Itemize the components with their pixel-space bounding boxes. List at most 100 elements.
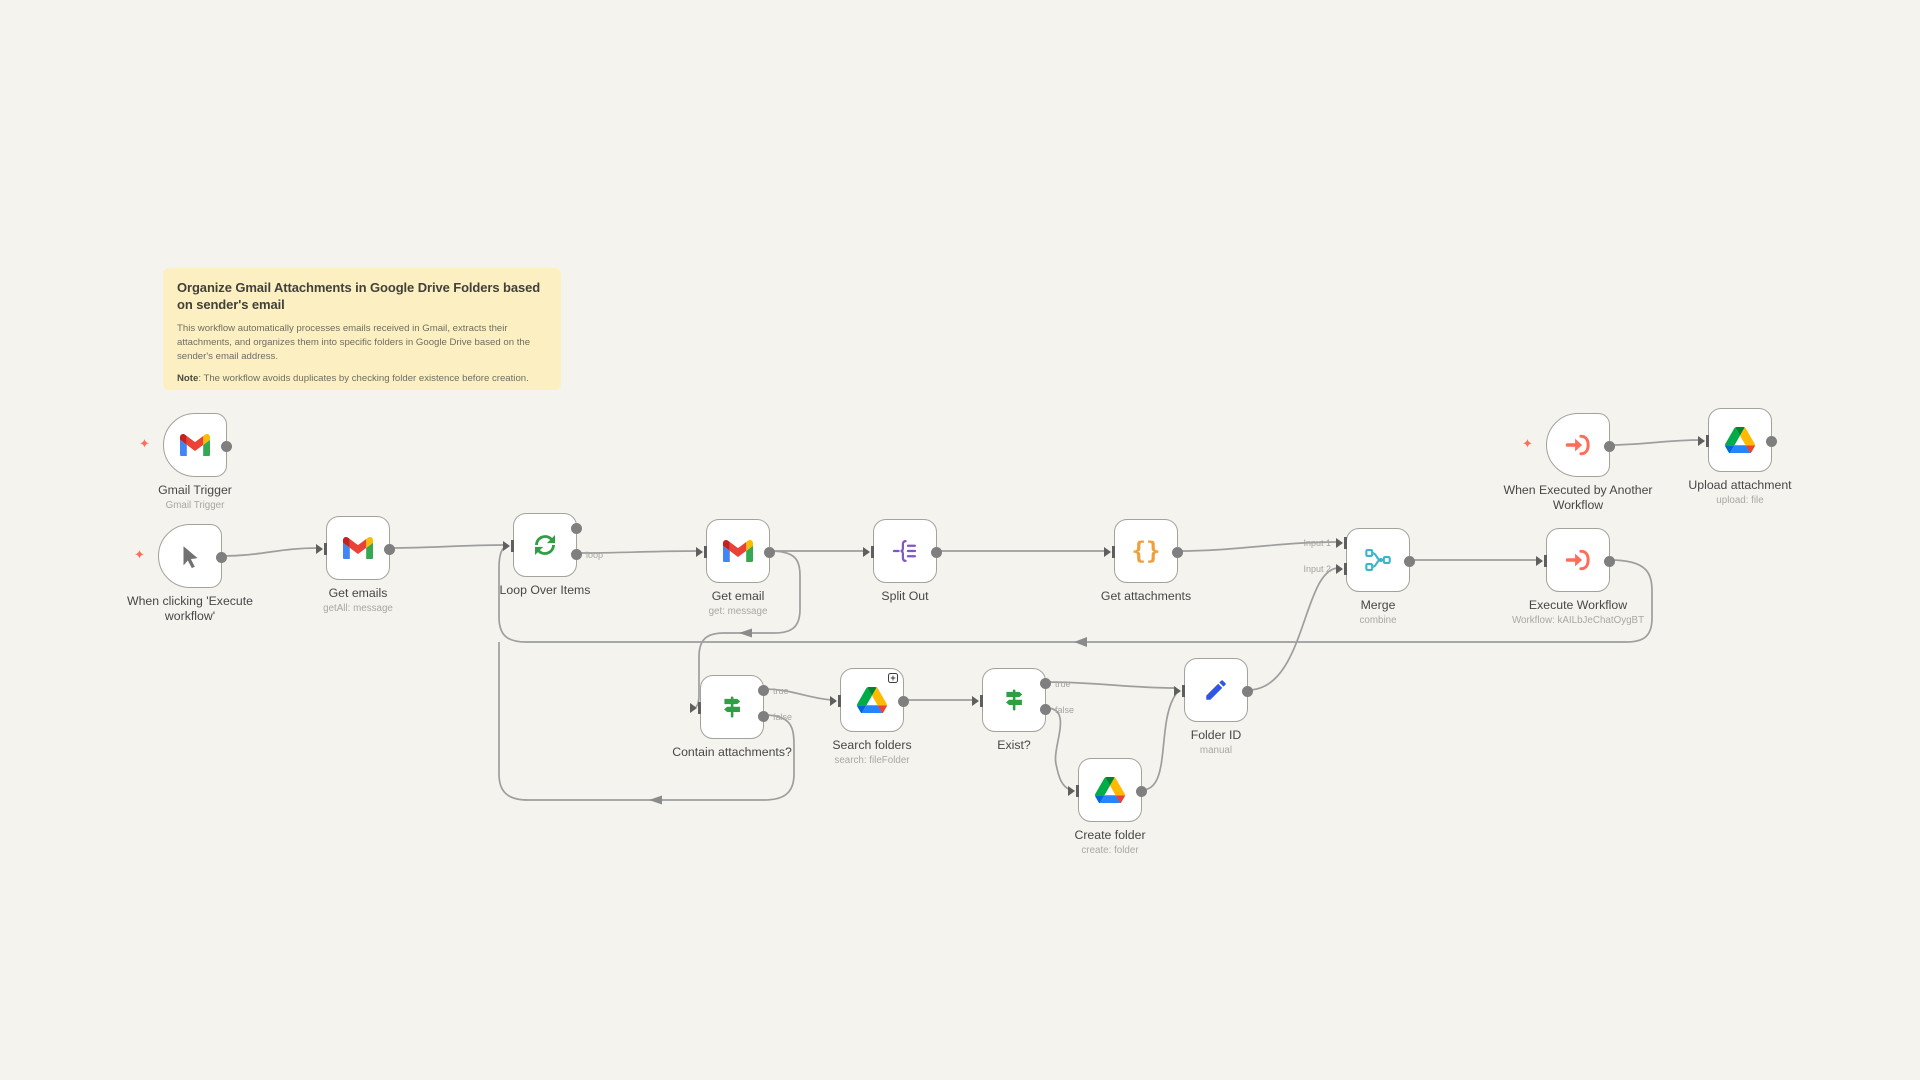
- node-label: Upload attachment: [1688, 478, 1792, 492]
- sticky-note-body: This workflow automatically processes em…: [177, 322, 531, 362]
- node-sublabel: get: message: [708, 606, 768, 617]
- connection-when-executed-to-upload[interactable]: [1609, 439, 1701, 446]
- node-box-get-emails[interactable]: [316, 516, 395, 580]
- node-sublabel: upload: file: [1716, 495, 1764, 506]
- split-out-icon: [892, 539, 917, 563]
- connection-contain-true-to-search-folders[interactable]: [763, 688, 833, 701]
- pin-indicator-icon: +: [888, 673, 898, 683]
- node-box-search-folders[interactable]: +: [830, 668, 909, 732]
- input-label-1: Input 1: [1303, 538, 1331, 548]
- output-port[interactable]: [1604, 440, 1615, 452]
- connection-exist-true-to-folder-id[interactable]: [1045, 681, 1177, 689]
- sticky-note-footnote: Note: The workflow avoids duplicates by …: [177, 372, 529, 384]
- input-port[interactable]: [1536, 555, 1547, 567]
- node-box-exist[interactable]: true false: [972, 668, 1074, 732]
- node-label: Gmail Trigger: [158, 483, 232, 497]
- if-signpost-icon: [724, 696, 741, 718]
- output-port[interactable]: [384, 543, 395, 555]
- node-box-contain-attachments[interactable]: true false: [690, 675, 792, 739]
- output-port-true[interactable]: [1040, 677, 1051, 689]
- input-port[interactable]: [1174, 685, 1185, 697]
- input-port[interactable]: [863, 546, 874, 558]
- trigger-sparkle-icon: ✦: [1522, 436, 1533, 451]
- output-port-done[interactable]: [571, 522, 582, 534]
- connection-when-clicking-to-get-emails[interactable]: [221, 547, 319, 557]
- output-port[interactable]: [1766, 435, 1777, 447]
- node-box-upload-attachment[interactable]: [1698, 408, 1777, 472]
- node-sublabel: search: fileFolder: [834, 755, 910, 766]
- workflow-arrow-icon: [1565, 434, 1590, 456]
- output-port[interactable]: [216, 551, 227, 563]
- input-port[interactable]: [972, 695, 983, 707]
- output-label-loop: loop: [586, 550, 604, 560]
- node-box-gmail-trigger[interactable]: [163, 413, 232, 477]
- connection-loop-to-get-email[interactable]: [576, 550, 699, 554]
- output-label-false: false: [773, 712, 793, 722]
- output-port[interactable]: [898, 695, 909, 707]
- output-port[interactable]: [1172, 546, 1183, 558]
- node-sublabel: manual: [1199, 745, 1233, 756]
- node-label: Execute Workflow: [1528, 598, 1628, 612]
- node-sublabel: Workflow: kAILbJeChatOygBT: [1511, 615, 1645, 626]
- node-box-folder-id[interactable]: [1174, 658, 1253, 722]
- connection-exist-false-to-create-folder[interactable]: [1045, 707, 1071, 791]
- node-box-when-executed[interactable]: [1546, 413, 1615, 477]
- input-port[interactable]: [1698, 435, 1709, 447]
- cursor-icon: [183, 546, 198, 569]
- node-when-clicking-execute-workflow: ✦ When clicking 'Execute workflow': [127, 524, 253, 623]
- node-box-get-attachments[interactable]: {}: [1104, 519, 1183, 583]
- output-label-false: false: [1055, 705, 1075, 715]
- connection-get-emails-to-loop[interactable]: [389, 544, 506, 549]
- output-port[interactable]: [1604, 555, 1615, 567]
- output-port[interactable]: [1136, 785, 1147, 797]
- sticky-note[interactable]: Organize Gmail Attachments in Google Dri…: [163, 268, 561, 390]
- node-box-get-email[interactable]: [696, 519, 775, 583]
- input-port[interactable]: [1068, 785, 1079, 797]
- input-port-2[interactable]: [1336, 563, 1347, 575]
- output-port-false[interactable]: [758, 710, 769, 722]
- arrowhead: [649, 795, 662, 805]
- code-braces-icon: {}: [1131, 537, 1161, 565]
- output-port-true[interactable]: [758, 684, 769, 696]
- output-port[interactable]: [221, 440, 232, 452]
- input-port-1[interactable]: [1336, 537, 1347, 549]
- output-port-false[interactable]: [1040, 703, 1051, 715]
- node-label: When clicking 'Execute workflow': [126, 594, 254, 624]
- node-box-create-folder[interactable]: [1068, 758, 1147, 822]
- trigger-sparkle-icon: ✦: [134, 547, 145, 562]
- node-box-execute-workflow[interactable]: [1536, 528, 1615, 592]
- node-label: Loop Over Items: [499, 583, 591, 597]
- node-label: Split Out: [881, 589, 929, 603]
- node-merge: Input 1 Input 2 Merge combine: [1303, 528, 1415, 626]
- input-label-2: Input 2: [1303, 564, 1331, 574]
- connection-get-attachments-to-merge-input1[interactable]: [1177, 541, 1339, 552]
- input-port[interactable]: [830, 695, 841, 707]
- output-port[interactable]: [764, 546, 775, 558]
- input-port[interactable]: [503, 540, 514, 552]
- node-box-merge[interactable]: Input 1 Input 2: [1303, 528, 1415, 592]
- input-port[interactable]: [1104, 546, 1115, 558]
- node-split-out: Split Out: [863, 519, 942, 603]
- node-box-loop-over-items[interactable]: loop: [503, 513, 603, 577]
- connection-create-folder-to-folder-id[interactable]: [1141, 693, 1177, 791]
- node-label: Create folder: [1074, 828, 1146, 842]
- output-port[interactable]: [1404, 555, 1415, 567]
- node-box-when-clicking[interactable]: [158, 524, 227, 588]
- output-port[interactable]: [931, 546, 942, 558]
- node-label: Folder ID: [1190, 728, 1242, 742]
- input-port[interactable]: [696, 546, 707, 558]
- input-port[interactable]: [316, 543, 327, 555]
- sticky-note-title: Organize Gmail Attachments in Google Dri…: [177, 280, 541, 312]
- output-port[interactable]: [1242, 685, 1253, 697]
- input-port[interactable]: [690, 702, 701, 714]
- connection-execute-workflow-loopback-to-loop[interactable]: [498, 545, 1653, 643]
- google-drive-icon: [857, 686, 887, 714]
- node-box-split-out[interactable]: [863, 519, 942, 583]
- connection-folder-id-to-merge-input2[interactable]: [1247, 567, 1339, 691]
- output-port-loop[interactable]: [571, 548, 582, 560]
- connection-contain-false-loopback-to-loop[interactable]: [498, 642, 795, 801]
- node-exist: true false Exist?: [972, 668, 1074, 752]
- node-contain-attachments: true false Contain attachments?: [672, 675, 792, 759]
